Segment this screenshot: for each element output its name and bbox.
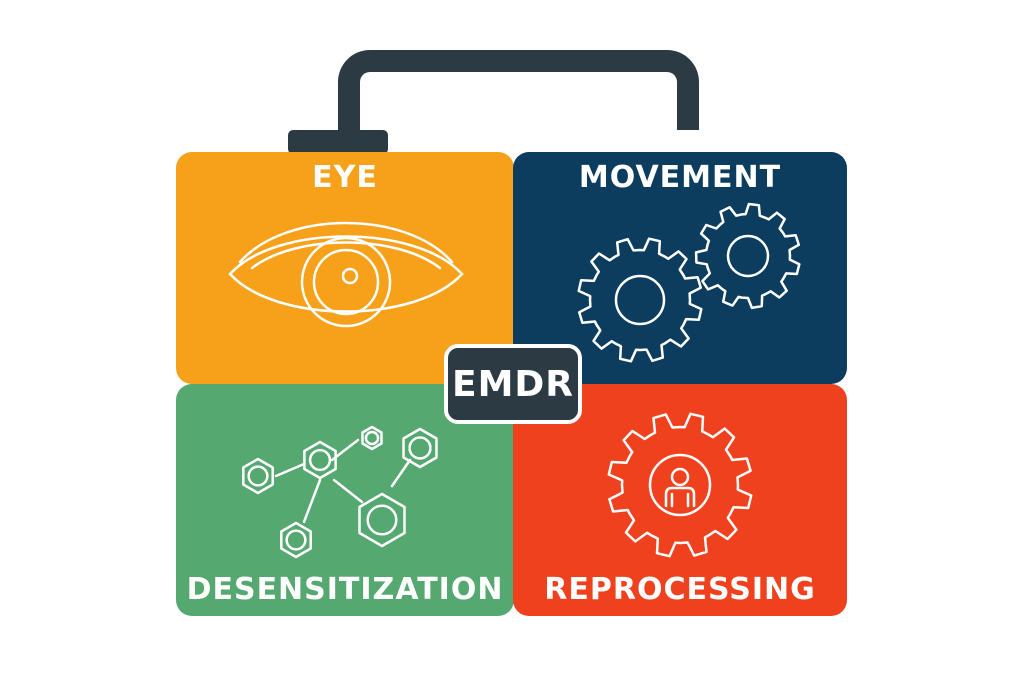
eye-icon (228, 221, 464, 328)
label-eye: EYE (312, 160, 378, 195)
molecule-icon (242, 425, 438, 559)
briefcase-handle (338, 50, 699, 130)
label-movement: MOVEMENT (578, 160, 782, 195)
gears-icon (577, 202, 801, 363)
emdr-badge: EMDR (444, 344, 582, 424)
briefcase-latch (288, 130, 388, 154)
person-gear-icon (607, 412, 753, 558)
label-reprocessing: REPROCESSING (544, 572, 816, 607)
label-desensitization: DESENSITIZATION (186, 572, 504, 607)
emdr-badge-label: EMDR (451, 363, 575, 405)
